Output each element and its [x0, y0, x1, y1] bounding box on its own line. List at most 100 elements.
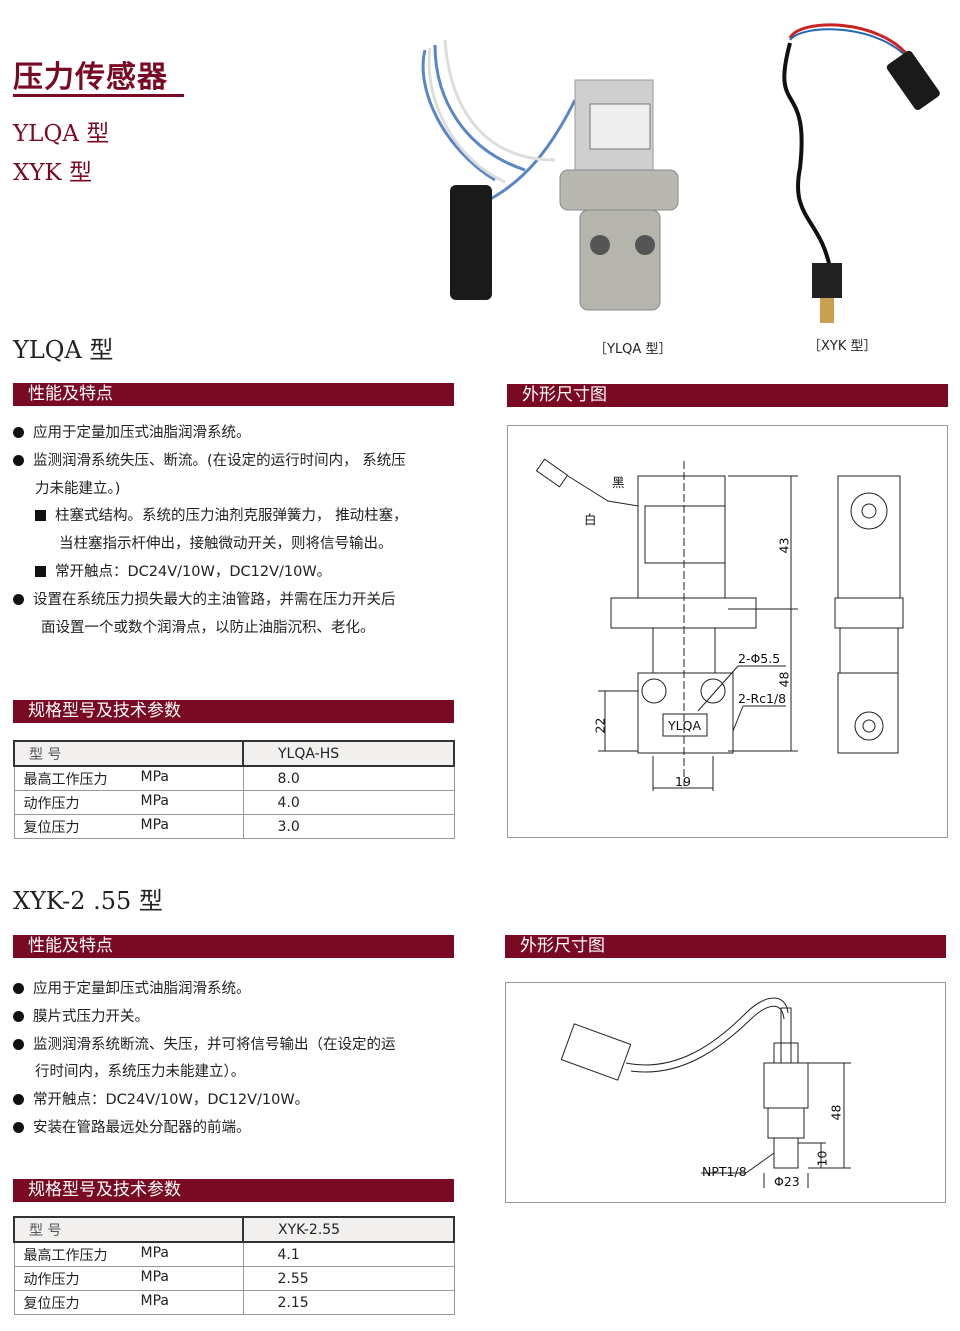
feature-text: 应用于定量卸压式油脂润滑系统。	[33, 981, 251, 997]
feature-text: 监测润滑系统失压、断流。(在设定的运行时间内， 系统压	[33, 453, 406, 469]
dim-ports: 2-Rc1/8	[738, 691, 787, 706]
xyk-dimension-bar: 外形尺寸图	[505, 935, 946, 958]
bullet-circle-icon	[13, 427, 24, 438]
param-name: 动作压力	[23, 795, 80, 812]
param-name: 最高工作压力	[23, 1247, 108, 1264]
param-value: 4.1	[242, 1241, 455, 1267]
feature-item: 常开触点：DC24V/10W，DC12V/10W。	[13, 1088, 309, 1109]
feature-item: 设置在系统压力损失最大的主油管路，并需在压力开关后	[13, 588, 396, 609]
param-value: 2.55	[242, 1266, 455, 1291]
dim-holes: 2-Φ5.5	[738, 651, 781, 666]
feature-text: 膜片式压力开关。	[33, 1009, 149, 1025]
xyk-heading: XYK-2 .55 型	[13, 887, 163, 915]
dim-43: 43	[776, 537, 792, 554]
feature-item: 监测润滑系统失压、断流。(在设定的运行时间内， 系统压	[13, 449, 406, 470]
dim-19: 19	[675, 774, 691, 789]
dim-10: 10	[814, 1150, 830, 1167]
feature-text: 常开触点：DC24V/10W，DC12V/10W。	[33, 1092, 310, 1108]
dim-thread: NPT1/8	[702, 1164, 747, 1179]
ylqa-features-bar: 性能及特点	[13, 383, 454, 406]
bullet-circle-icon	[13, 1039, 24, 1050]
dim-48: 48	[828, 1104, 844, 1121]
table-row: 最高工作压力 MPa 8.0	[13, 765, 455, 791]
param-value: 4.0	[242, 790, 455, 815]
param-value: 3.0	[242, 814, 455, 839]
bullet-circle-icon	[13, 455, 24, 466]
dim-48: 48	[776, 671, 792, 688]
bullet-circle-icon	[13, 1094, 24, 1105]
xyk-photo-caption: ［XYK 型］	[808, 339, 877, 354]
feature-text: 应用于定量加压式油脂润滑系统。	[33, 425, 251, 441]
xyk-photo	[782, 23, 940, 323]
model-ylqa: YLQA 型	[13, 121, 110, 147]
param-name: 复位压力	[23, 819, 80, 836]
table-row: 动作压力 MPa 2.55	[13, 1266, 455, 1291]
xyk-dimension-drawing: NPT1/8 Φ23 48 10	[505, 982, 946, 1203]
model-label: 型 号	[13, 740, 244, 767]
bullet-square-icon	[35, 566, 46, 577]
feature-item: 安装在管路最远处分配器的前端。	[13, 1116, 251, 1137]
table-row: 复位压力 MPa 2.15	[13, 1290, 455, 1315]
feature-text: 面设置一个或数个润滑点，以防止油脂沉积、老化。	[41, 620, 375, 636]
ylqa-photo	[421, 39, 679, 311]
xyk-features-bar: 性能及特点	[13, 935, 454, 958]
model-value: XYK-2.55	[242, 1216, 455, 1243]
bullet-circle-icon	[13, 1011, 24, 1022]
nameplate-label: YLQA	[668, 718, 701, 733]
model-xyk: XYK 型	[13, 160, 93, 186]
label-black: 黑	[612, 475, 625, 490]
title-underline	[13, 94, 184, 97]
feature-text: 设置在系统压力损失最大的主油管路，并需在压力开关后	[33, 592, 396, 608]
param-unit: MPa	[140, 792, 169, 809]
feature-item: 膜片式压力开关。	[13, 1005, 149, 1026]
xyk-spec-bar: 规格型号及技术参数	[13, 1179, 454, 1202]
param-name: 动作压力	[23, 1271, 80, 1288]
feature-text: 常开触点：DC24V/10W，DC12V/10W。	[55, 564, 332, 580]
dim-22: 22	[592, 717, 608, 734]
feature-item: 行时间内，系统压力未能建立）。	[35, 1060, 245, 1081]
param-value: 8.0	[242, 765, 455, 791]
label-white: 白	[584, 512, 597, 527]
feature-item: 应用于定量加压式油脂润滑系统。	[13, 421, 251, 442]
feature-item: 常开触点：DC24V/10W，DC12V/10W。	[35, 560, 331, 581]
feature-text: 安装在管路最远处分配器的前端。	[33, 1120, 251, 1136]
ylqa-heading: YLQA 型	[13, 336, 114, 364]
param-unit: MPa	[140, 1244, 169, 1261]
ylqa-spec-bar: 规格型号及技术参数	[13, 700, 454, 723]
feature-item: 监测润滑系统断流、失压，并可将信号输出（在设定的运	[13, 1033, 396, 1054]
bullet-circle-icon	[13, 594, 24, 605]
param-unit: MPa	[140, 1292, 169, 1309]
feature-item: 面设置一个或数个润滑点，以防止油脂沉积、老化。	[41, 616, 375, 637]
feature-text: 柱塞式结构。系统的压力油剂克服弹簧力， 推动柱塞，	[55, 508, 408, 524]
feature-item: 当柱塞指示杆伸出，接触微动开关，则将信号输出。	[59, 532, 393, 553]
param-value: 2.15	[242, 1290, 455, 1315]
bullet-square-icon	[35, 510, 46, 521]
table-row: 复位压力 MPa 3.0	[13, 814, 455, 839]
ylqa-photo-caption: ［YLQA 型］	[594, 342, 672, 357]
feature-item: 力未能建立。)	[35, 477, 120, 498]
param-unit: MPa	[140, 1268, 169, 1285]
page-title: 压力传感器	[13, 60, 168, 95]
model-value: YLQA-HS	[242, 740, 455, 767]
feature-text: 当柱塞指示杆伸出，接触微动开关，则将信号输出。	[59, 536, 393, 552]
dim-diameter: Φ23	[774, 1174, 800, 1189]
param-unit: MPa	[140, 816, 169, 833]
ylqa-dimension-drawing: 黑 白 43 48 22 19 2-Φ5.5 2-Rc1/8 YLQA	[507, 425, 948, 838]
param-unit: MPa	[140, 768, 169, 785]
feature-item: 柱塞式结构。系统的压力油剂克服弹簧力， 推动柱塞，	[35, 504, 408, 525]
feature-text: 监测润滑系统断流、失压，并可将信号输出（在设定的运	[33, 1037, 396, 1053]
param-name: 复位压力	[23, 1295, 80, 1312]
ylqa-dimension-bar: 外形尺寸图	[507, 384, 948, 407]
feature-item: 应用于定量卸压式油脂润滑系统。	[13, 977, 251, 998]
param-name: 最高工作压力	[23, 771, 108, 788]
table-row: 最高工作压力 MPa 4.1	[13, 1241, 455, 1267]
feature-text: 力未能建立。)	[35, 481, 121, 497]
bullet-circle-icon	[13, 983, 24, 994]
feature-text: 行时间内，系统压力未能建立）。	[35, 1064, 246, 1080]
table-row: 动作压力 MPa 4.0	[13, 790, 455, 815]
